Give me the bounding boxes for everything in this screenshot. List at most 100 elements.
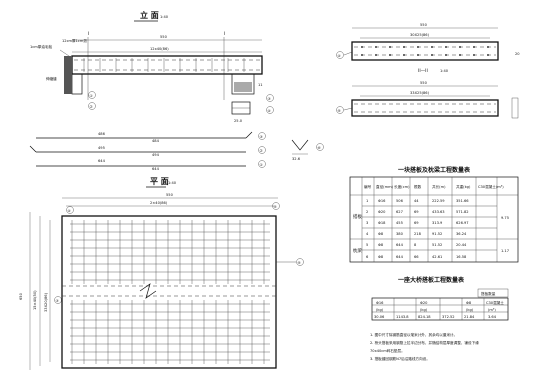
t1-h3: 根数 <box>414 184 422 189</box>
sleeper-beam <box>231 73 255 95</box>
t1-h6: C30混凝土(m³) <box>478 184 504 189</box>
callout-2: ② <box>90 105 93 109</box>
plan-dim-top: 550 <box>166 193 174 197</box>
section-dim-side: 20 <box>515 52 520 56</box>
rebar-sub-1: 484 <box>152 139 160 143</box>
svg-text:Φ8: Φ8 <box>378 243 384 247</box>
joint-block <box>71 73 83 95</box>
plan-dim-side-b: 33X20(86) <box>44 292 48 312</box>
plan-callout-4: ④ <box>68 209 71 213</box>
dim-total: 550 <box>160 35 168 39</box>
svg-text:91.52: 91.52 <box>432 232 442 236</box>
section-dim-sub-top: 30X25(86) <box>410 33 430 37</box>
svg-text:69: 69 <box>414 210 419 214</box>
svg-text:627: 627 <box>396 210 403 214</box>
section-dim-bottom: 550 <box>420 81 428 85</box>
svg-text:6: 6 <box>366 255 369 259</box>
svg-text:Φ8: Φ8 <box>378 232 384 236</box>
t2-v1: 1143.8 <box>396 315 409 319</box>
svg-text:3: 3 <box>366 221 368 225</box>
t1-group-0: 搭板 <box>353 213 362 220</box>
elevation-slab <box>71 55 263 75</box>
t1-group-1: 枕梁 <box>353 247 362 254</box>
t2-h0: Φ16 <box>376 301 384 305</box>
note-line-3: 70x40cm碎石垫层。 <box>370 348 405 353</box>
slab-rebar-ticks <box>83 58 245 72</box>
svg-text:626.97: 626.97 <box>456 221 469 225</box>
dim-rebar: 12x40(86) <box>150 47 169 51</box>
table2-title: 一座大桥搭板工程数量表 <box>398 276 465 284</box>
note-line-4: 3. 搭板缝回钢筋N7后沿路线方向设。 <box>370 356 430 361</box>
plan-dim-side-a: 15×40(50) <box>33 290 37 310</box>
svg-text:16.58: 16.58 <box>456 255 467 259</box>
svg-text:313.9: 313.9 <box>432 221 443 225</box>
svg-text:571.82: 571.82 <box>456 210 469 214</box>
callout-3: ③ <box>268 97 271 101</box>
plan-slab-outline <box>61 215 277 369</box>
rebar-len-3: 644 <box>98 159 106 163</box>
t1-h2: 长度(cm) <box>394 184 410 189</box>
svg-text:351.66: 351.66 <box>456 199 469 203</box>
t2-sh3: (m³) <box>488 308 496 312</box>
svg-text:69: 69 <box>414 221 419 225</box>
t1-concrete-1: 1.17 <box>501 249 509 253</box>
table1-row-1: 1 Φ16 506 44 222.59 351.66 <box>366 199 469 203</box>
svg-text:506: 506 <box>396 199 404 203</box>
svg-text:222.59: 222.59 <box>432 199 445 203</box>
svg-text:51.52: 51.52 <box>432 243 442 247</box>
section-view: 550 30X25(86) ④ II—II 1:40 20 550 33X25(… <box>336 23 520 119</box>
t2-h3: C30混凝土 <box>486 300 504 305</box>
quantity-table-1: 一块搭板及枕梁工程数量表 编号 直径(mm) 长度(cm) 根数 共长(m) 共… <box>349 166 519 263</box>
plan-scale: 1:40 <box>168 181 177 185</box>
svg-text:455: 455 <box>396 221 403 225</box>
dim-bottom: 25.0 <box>234 119 243 123</box>
svg-text:1: 1 <box>366 199 368 203</box>
rebar-sub-2: 494 <box>152 153 160 157</box>
t2-sh2: (kg) <box>466 308 474 312</box>
svg-text:20.44: 20.44 <box>456 243 467 247</box>
notes: 1. 图中尺寸除钢筋直径以毫米计外，其余均以厘米计。 2. 桥头搭板采用钢筋上拉… <box>370 332 479 361</box>
section-scale: 1:40 <box>440 69 449 73</box>
plan-callout-5: ⑤ <box>274 205 278 209</box>
svg-text:44: 44 <box>414 199 419 203</box>
plan-grid-lower <box>70 300 270 364</box>
note-line-1: 1. 图中尺寸除钢筋直径以毫米计外，其余均以厘米计。 <box>370 332 457 337</box>
plan-grid-upper <box>70 220 270 284</box>
svg-text:36.24: 36.24 <box>456 232 467 236</box>
t1-h4: 共长(m) <box>432 184 446 189</box>
svg-text:Φ18: Φ18 <box>378 221 386 225</box>
svg-text:433.63: 433.63 <box>432 210 445 214</box>
rebar-callout-3: ③ <box>260 135 263 139</box>
t2-v2: 824.18 <box>418 315 431 319</box>
svg-text:218: 218 <box>414 232 422 236</box>
plan-view: 平 面 1:40 550 2×40(86) ④ ⑤ 650 15×40(50) … <box>19 177 304 370</box>
section-beam <box>351 99 499 117</box>
table2-stamp <box>477 288 509 298</box>
t2-h2: Φ8 <box>466 301 472 305</box>
rebar-details: 486 484 ③ 495 494 ② 644 644 ① 32.6 ⑥ <box>29 131 324 171</box>
t2-sh0: (kg) <box>376 308 384 312</box>
t2-h1: Φ20 <box>420 301 428 305</box>
section-callout-5: ⑤ <box>338 109 342 113</box>
svg-text:644: 644 <box>396 243 404 247</box>
svg-text:2: 2 <box>366 210 368 214</box>
callout-1: ① <box>90 94 93 98</box>
section-slab <box>351 41 499 61</box>
svg-text:Φ16: Φ16 <box>378 199 386 203</box>
rebar-sub-3: 644 <box>152 167 160 171</box>
section-mark-right: I <box>224 31 225 37</box>
break-line <box>139 283 157 299</box>
rebar-hook-dim: 32.6 <box>292 157 301 161</box>
label-joint: 伸缩缝 <box>46 76 57 81</box>
elevation-view: 立 面 1:40 I I 550 12x40(86) 1cm厚油毛毡 12cm厚… <box>30 10 274 123</box>
rebar-callout-2: ② <box>260 149 263 153</box>
table1-frame <box>349 176 519 263</box>
svg-text:5: 5 <box>366 243 368 247</box>
table1-title: 一块搭板及枕梁工程数量表 <box>398 166 471 174</box>
plan-dim-side-total: 650 <box>19 292 23 300</box>
quantity-table-2: 一座大桥搭板工程数量表 搭板数量 Φ16 Φ20 Φ8 C30混凝土 (kg) … <box>371 276 509 321</box>
